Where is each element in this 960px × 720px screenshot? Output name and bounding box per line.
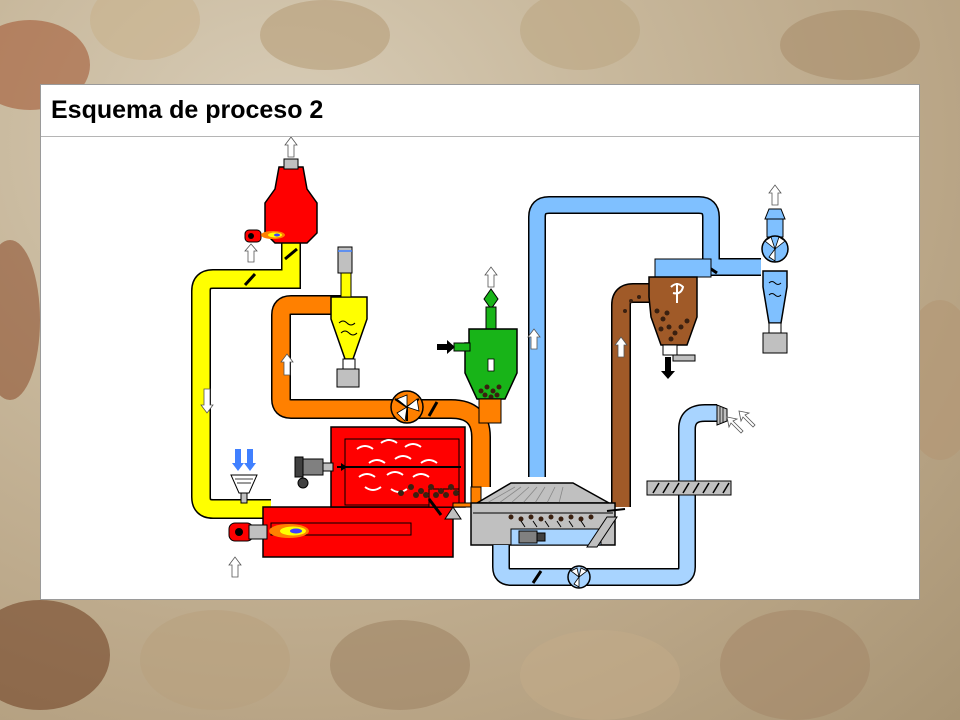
flow-arrow-icon [244,449,256,471]
flow-arrow-icon [661,357,675,379]
burner-icon [244,229,285,243]
fan-icon [567,565,591,589]
flow-arrow-icon [232,449,244,471]
flow-arrow-icon [738,410,756,428]
cyclone-icon [761,184,789,354]
green-filter-unit [437,266,518,424]
bean-decoration [330,620,470,710]
motor-icon [294,456,347,489]
damper-icon [284,247,298,261]
chaff-line [611,283,651,507]
exhaust-duct [191,237,301,519]
process-diagram [41,137,919,599]
damper-icon [243,272,257,287]
hot-air-duct [271,295,491,487]
bean-decoration [260,0,390,70]
flow-arrow-icon [228,556,242,578]
roasting-drum-icon [262,426,482,558]
flow-arrow-icon [726,416,744,434]
bean-decoration [140,610,290,710]
title-bar: Esquema de proceso 2 [41,85,919,137]
damper-icon [427,401,439,417]
flow-arrow-icon [527,328,541,350]
afterburner [244,137,318,263]
fan-icon [390,390,424,424]
bean-decoration [720,610,870,720]
flow-arrow-icon [768,184,782,206]
bean-decoration [90,0,200,60]
damper-icon [531,570,543,584]
burner-icon [228,522,309,578]
chaff-separator [648,276,698,379]
flow-arrow-icon [484,266,498,288]
cooling-tray-icon [470,482,626,548]
bean-decoration [0,240,40,400]
slide-title: Esquema de proceso 2 [51,96,324,124]
slide-panel: Esquema de proceso 2 [40,84,920,600]
flow-arrow-icon [614,336,628,358]
flow-arrow-icon [280,353,294,376]
flow-arrow-icon [284,137,298,158]
cyclone-icon [330,246,368,388]
inlet-hopper [230,449,258,504]
flow-arrow-icon [200,388,214,414]
flow-arrow-icon [244,243,258,263]
air-intake-duct [492,404,756,589]
bean-decoration [520,630,680,720]
bean-decoration [0,600,110,710]
flow-arrow-icon [437,340,455,354]
bean-decoration [780,10,920,80]
cooling-air-duct [527,196,761,477]
hatch-indicator [646,480,732,496]
bean-decoration [520,0,640,70]
